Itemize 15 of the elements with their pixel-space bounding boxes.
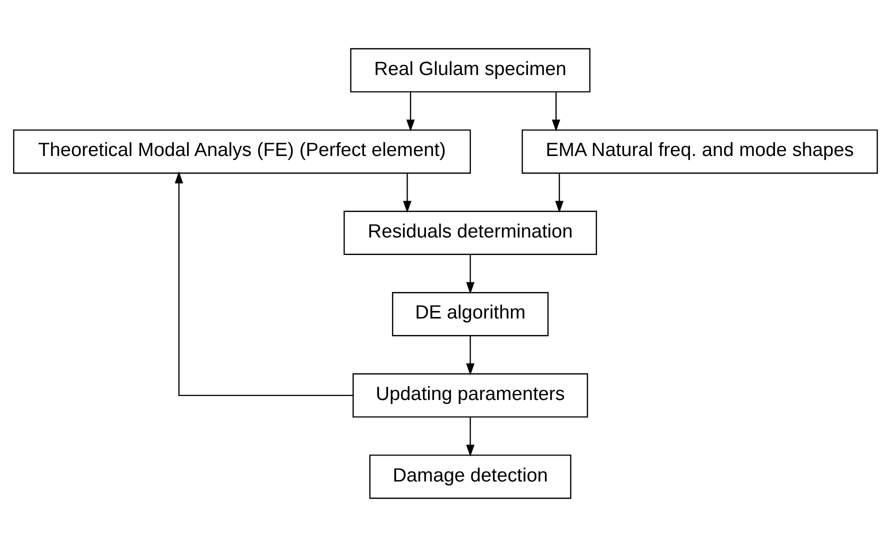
arrow [555, 173, 564, 213]
arrow [403, 173, 412, 213]
arrow [466, 336, 474, 376]
arrow [466, 254, 474, 294]
arrow [552, 92, 560, 132]
arrow [466, 417, 474, 457]
node-box: DE algorithm [392, 292, 549, 336]
node-box: Residuals determination [344, 210, 597, 255]
arrow [174, 171, 354, 396]
node-box: Real Glulam specimen [350, 48, 590, 92]
node-box: EMA Natural freq. and mode shapes [522, 129, 878, 174]
node-box: Updating paramenters [352, 373, 588, 418]
node-box: Theoretical Modal Analys (FE) (Perfect element) [13, 129, 471, 174]
node-box: Damage detection [369, 454, 572, 499]
arrow [406, 92, 415, 132]
